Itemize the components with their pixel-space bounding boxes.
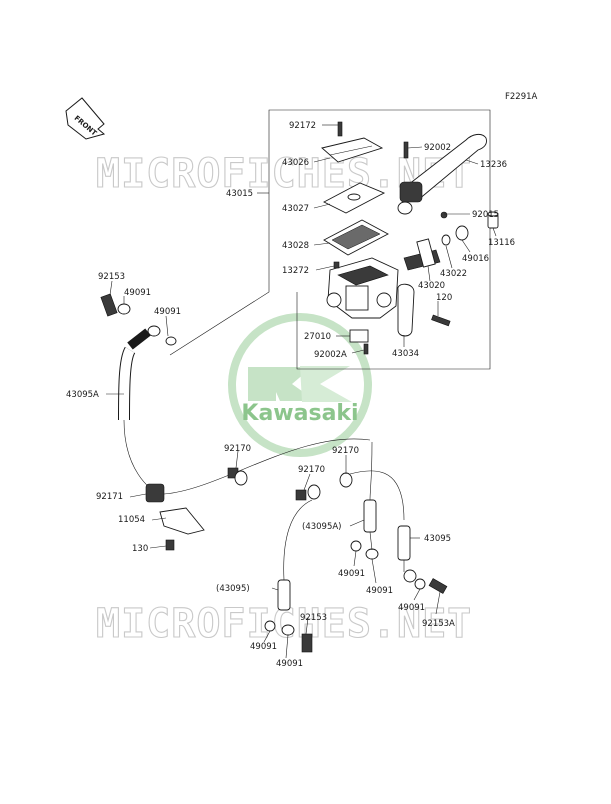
label-49091-c: 49091 — [338, 569, 365, 579]
label-92170-a: 92170 — [224, 444, 251, 454]
label-43095: 43095 — [424, 534, 451, 544]
label-92153: 92153 — [98, 272, 125, 282]
bolt-120 — [431, 314, 451, 327]
label-13272: 13272 — [282, 266, 309, 276]
bolt-92002 — [403, 141, 409, 159]
kawasaki-logo: Kawasaki — [228, 313, 372, 457]
label-13116: 13116 — [488, 238, 515, 248]
label-49091-e: 49091 — [398, 603, 425, 613]
switch-27010 — [349, 329, 369, 343]
banjo-bolt-92153-lower — [301, 633, 313, 653]
hose-43095-lower — [264, 499, 313, 653]
banjo-bolt-92153 — [100, 293, 118, 317]
boot-49016 — [455, 225, 469, 241]
label-49091-g: 49091 — [276, 659, 303, 669]
label-13236: 13236 — [480, 160, 507, 170]
label-92172: 92172 — [289, 121, 316, 131]
label-130: 130 — [132, 544, 148, 554]
washer-49091-top-b — [165, 336, 177, 346]
bracket-11054 — [159, 507, 205, 535]
screw-92172 — [337, 121, 343, 137]
label-92153A: 92153A — [422, 619, 455, 629]
figure-code: F2291A — [505, 92, 538, 102]
label-92171: 92171 — [96, 492, 123, 502]
handlebar-clamp — [397, 283, 451, 337]
fitting-92170-left — [227, 467, 248, 486]
label-43095A: 43095A — [66, 390, 99, 400]
piston-assembly — [403, 238, 441, 271]
banjo-bolt-92153A — [428, 578, 448, 594]
screw-92002A — [363, 343, 369, 355]
nut-92015 — [440, 211, 448, 219]
assembly-bracket-left — [169, 109, 297, 356]
leader-lines — [106, 124, 497, 659]
label-92153-b: 92153 — [300, 613, 327, 623]
front-arrow-icon: FRONT — [65, 97, 106, 140]
label-120: 120 — [436, 293, 452, 303]
clutch-lever — [397, 133, 487, 215]
label-43095-paren: (43095) — [216, 584, 250, 594]
kawasaki-logo-text: Kawasaki — [241, 401, 358, 426]
label-43022: 43022 — [440, 269, 467, 279]
hose-43095A — [118, 325, 161, 496]
label-43026: 43026 — [282, 158, 309, 168]
label-43020: 43020 — [418, 281, 445, 291]
assembly-bracket-right — [296, 109, 491, 370]
label-49091-a: 49091 — [124, 288, 151, 298]
joint-block-92171 — [145, 438, 371, 551]
label-43095A-paren: (43095A) — [302, 522, 342, 532]
bolt-130 — [165, 539, 175, 551]
label-43028: 43028 — [282, 241, 309, 251]
label-43015: 43015 — [226, 189, 253, 199]
label-92002A: 92002A — [314, 350, 347, 360]
label-27010: 27010 — [304, 332, 331, 342]
label-43034: 43034 — [392, 349, 419, 359]
washer-49091-top-a — [117, 303, 131, 315]
label-49016: 49016 — [462, 254, 489, 264]
master-cylinder-body — [326, 257, 399, 319]
label-92170-c: 92170 — [298, 465, 325, 475]
label-43027: 43027 — [282, 204, 309, 214]
label-11054: 11054 — [118, 515, 145, 525]
label-49091-d: 49091 — [366, 586, 393, 596]
fitting-92170-right — [295, 441, 405, 521]
hose-43095A-lower — [350, 499, 379, 560]
cap-13272 — [333, 261, 340, 269]
label-49091-f: 49091 — [250, 642, 277, 652]
label-92002: 92002 — [424, 143, 451, 153]
part-labels: 92172 43026 43015 43027 43028 13272 9200… — [66, 121, 515, 669]
label-92170-b: 92170 — [332, 446, 359, 456]
hose-43095 — [397, 525, 448, 594]
label-49091-b: 49091 — [154, 307, 181, 317]
label-92015: 92015 — [472, 210, 499, 220]
